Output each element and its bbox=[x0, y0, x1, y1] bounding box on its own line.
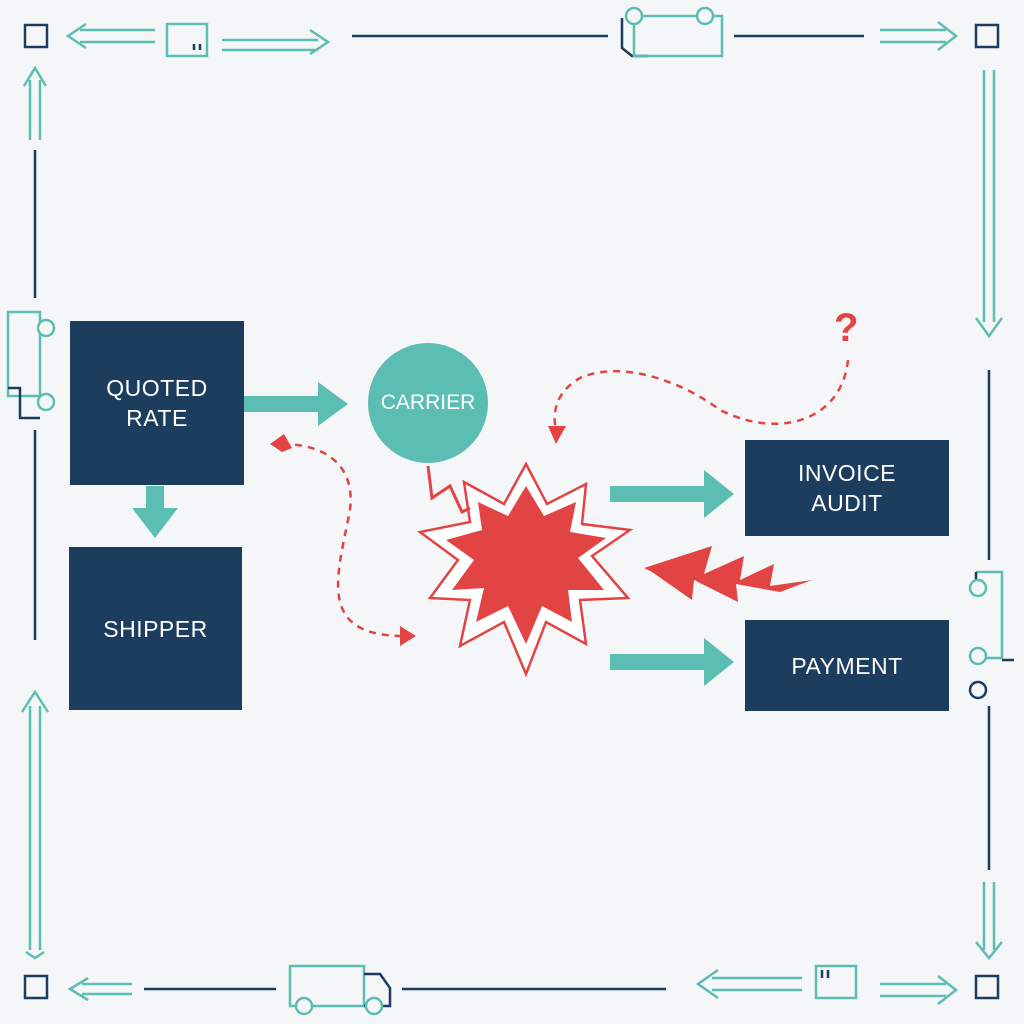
right-down-arrow-top bbox=[974, 70, 1004, 339]
top-left-arrow bbox=[65, 22, 155, 50]
carrier-node: CARRIER bbox=[368, 343, 488, 463]
lightning-icon bbox=[426, 465, 471, 515]
invoice-audit-box: INVOICE AUDIT bbox=[745, 440, 949, 536]
arrow-to-invoice-audit bbox=[610, 470, 734, 518]
arrow-quoted-to-shipper bbox=[132, 486, 178, 538]
top-right-arrow bbox=[222, 28, 331, 56]
truck-icon bbox=[288, 964, 392, 1016]
top-right-arrow-2 bbox=[880, 21, 959, 51]
bottom-left-arrow-2 bbox=[695, 968, 802, 1000]
payment-box: PAYMENT bbox=[745, 620, 949, 711]
bottom-right-arrow bbox=[880, 975, 959, 1005]
dashed-flow-left-head bbox=[400, 626, 416, 646]
arrow-quoted-to-carrier bbox=[244, 382, 348, 426]
dashed-flow-right-head bbox=[548, 426, 566, 444]
dashed-flow-right bbox=[553, 359, 850, 431]
bottom-left-arrow bbox=[67, 976, 132, 1002]
explosion-icon bbox=[416, 461, 634, 678]
lightning-icon bbox=[644, 546, 812, 602]
arrow-to-payment bbox=[610, 638, 734, 686]
dashed-flow-left-tail bbox=[270, 434, 292, 452]
truck-icon bbox=[6, 310, 56, 420]
corner-square-icon bbox=[23, 23, 49, 49]
box-icon bbox=[165, 22, 209, 58]
truck-icon bbox=[968, 570, 1014, 700]
box-icon bbox=[814, 964, 858, 1000]
question-mark: ? bbox=[834, 306, 859, 350]
quoted-rate-box: QUOTED RATE bbox=[70, 321, 244, 485]
dashed-flow-left bbox=[281, 442, 401, 638]
shipper-box: SHIPPER bbox=[69, 547, 242, 710]
corner-square-icon bbox=[974, 23, 1000, 49]
corner-square-icon bbox=[23, 974, 49, 1000]
right-down-arrow-bottom bbox=[975, 882, 1003, 960]
left-up-arrow-top bbox=[22, 65, 48, 140]
corner-square-icon bbox=[974, 974, 1000, 1000]
left-up-arrow-bottom bbox=[20, 689, 50, 960]
document-icon bbox=[620, 6, 724, 58]
